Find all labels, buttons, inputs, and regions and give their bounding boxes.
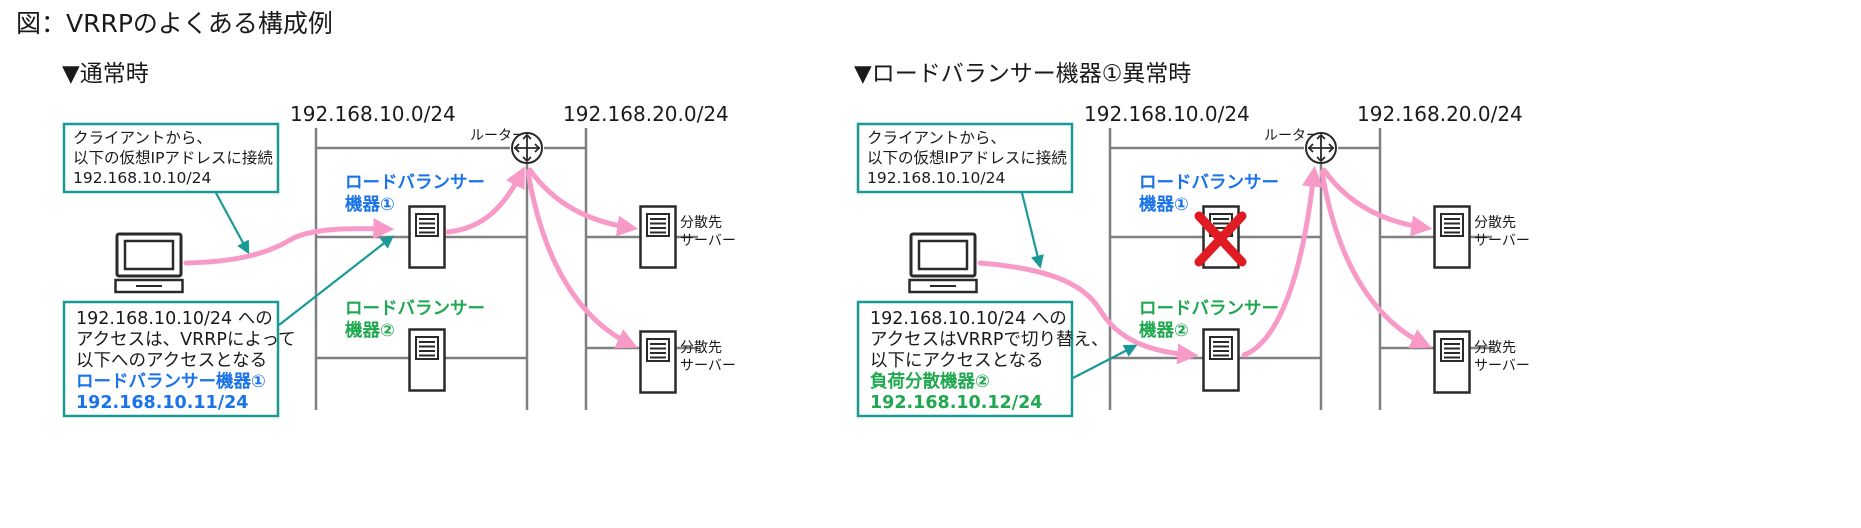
dest-server-2-label: 分散先 サーバー xyxy=(680,340,736,374)
client-note-box xyxy=(856,122,1074,194)
network-lines xyxy=(1108,128,1492,410)
dest-server-1-label: 分散先 サーバー xyxy=(680,215,736,249)
info-highlight: ロードバランサー機器① 192.168.10.11/24 xyxy=(76,371,272,413)
figure-title: 図：VRRPのよくある構成例 xyxy=(16,9,333,38)
lb2-label: ロードバランサー 機器② xyxy=(345,299,491,341)
failure-cross-icon xyxy=(1194,211,1247,267)
traffic-arrows xyxy=(977,165,1433,365)
dest-server-1-icon xyxy=(1433,205,1471,269)
client-note-text: クライアントから、 以下の仮想IPアドレスに接続 192.168.10.10/2… xyxy=(867,129,1072,187)
dest-server-2-icon xyxy=(1433,330,1471,394)
info-pointer xyxy=(278,235,395,326)
traffic-arrows xyxy=(183,166,639,349)
network-label-2: 192.168.20.0/24 xyxy=(563,102,729,126)
client-note-text: クライアントから、 以下の仮想IPアドレスに接続 192.168.10.10/2… xyxy=(73,129,278,187)
info-text: 192.168.10.10/24 への アクセスは、VRRPによって 以下へのア… xyxy=(76,309,301,371)
client-note-box xyxy=(62,122,280,194)
lb1-server-icon xyxy=(408,205,446,269)
panel-heading: ▼ロードバランサー機器①異常時 xyxy=(854,61,1191,87)
lb2-server-icon xyxy=(1202,328,1240,392)
lb2-label: ロードバランサー 機器② xyxy=(1139,299,1285,341)
network-label-1: 192.168.10.0/24 xyxy=(290,102,456,126)
router-label: ルーター xyxy=(470,128,526,144)
callout-pointer xyxy=(215,192,250,255)
router-icon xyxy=(511,132,543,164)
callout-pointer xyxy=(1020,192,1044,269)
lb2-server-icon xyxy=(408,328,446,392)
dest-server-1-label: 分散先 サーバー xyxy=(1474,215,1530,249)
dest-server-2-label: 分散先 サーバー xyxy=(1474,340,1530,374)
lb1-label: ロードバランサー 機器① xyxy=(345,173,491,215)
client-pc-icon xyxy=(114,232,184,294)
info-box xyxy=(856,300,1074,418)
router-icon xyxy=(1305,132,1337,164)
dest-server-1-icon xyxy=(639,205,677,269)
info-pointer xyxy=(1072,344,1138,379)
client-pc-icon xyxy=(908,232,978,294)
info-highlight: 負荷分散機器② 192.168.10.12/24 xyxy=(870,371,1042,413)
info-box xyxy=(62,300,280,418)
network-label-1: 192.168.10.0/24 xyxy=(1084,102,1250,126)
network-label-2: 192.168.20.0/24 xyxy=(1357,102,1523,126)
lb1-label: ロードバランサー 機器① xyxy=(1139,173,1285,215)
panel-normal: ▼通常時 192.168.10.0/24 192.168.20.0/24 ルータ… xyxy=(62,61,736,418)
panel-failure: ▼ロードバランサー機器①異常時 192.168.10.0/24 192.168.… xyxy=(854,61,1530,418)
info-text: 192.168.10.10/24 への アクセスはVRRPで切り替え、 以下にア… xyxy=(870,309,1114,371)
dest-server-2-icon xyxy=(639,330,677,394)
router-label: ルーター xyxy=(1264,128,1320,144)
panel-heading: ▼通常時 xyxy=(62,61,149,87)
